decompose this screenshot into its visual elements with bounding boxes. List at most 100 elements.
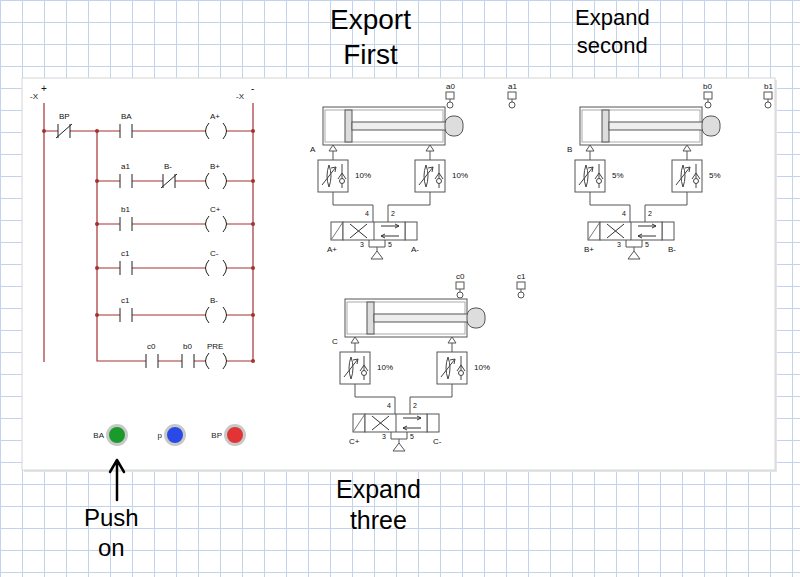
illustration <box>575 107 720 259</box>
flow-setting: 10% <box>377 363 393 372</box>
illustration <box>206 173 227 189</box>
rung <box>97 131 253 361</box>
illustration <box>120 217 132 231</box>
signal-label: B+ <box>584 245 594 254</box>
signal-label: b1 <box>764 82 773 91</box>
port-number: 4 <box>387 402 391 410</box>
handwritten-note: Expand three <box>336 474 421 537</box>
illustration <box>161 174 177 188</box>
junction-dots <box>95 266 99 270</box>
illustration <box>120 174 132 188</box>
signal-label: C- <box>433 437 441 446</box>
junction-dots <box>95 129 99 133</box>
signal-label: c0 <box>456 272 464 281</box>
signal-label: C+ <box>349 437 359 446</box>
flow-setting: 10% <box>355 171 371 180</box>
signal-label: c0 <box>147 342 155 351</box>
signal-label: c1 <box>517 272 525 281</box>
signal-label: B- <box>164 162 172 171</box>
cylinder-name: B <box>567 145 572 154</box>
flow-setting: 5% <box>612 171 624 180</box>
illustration <box>704 92 712 108</box>
button-label: p <box>158 431 162 440</box>
signal-label: BA <box>121 112 132 121</box>
illustration <box>446 92 454 108</box>
illustration <box>764 92 772 108</box>
signal-label: c1 <box>121 249 129 258</box>
illustration <box>508 92 516 108</box>
rail <box>252 103 253 362</box>
port-number: 3 <box>382 433 386 441</box>
port-number: 5 <box>388 241 392 249</box>
port-number: 3 <box>360 241 364 249</box>
button-label: BP <box>211 431 222 440</box>
junction-dots <box>251 179 255 183</box>
illustration <box>206 353 227 369</box>
push-button: p <box>164 424 186 446</box>
signal-label: B+ <box>210 162 220 171</box>
signal-label: b0 <box>183 342 192 351</box>
illustration <box>206 123 227 139</box>
signal-label: B- <box>668 245 676 254</box>
illustration <box>120 308 132 322</box>
signal-label: C- <box>210 249 218 258</box>
port-number: 2 <box>413 402 417 410</box>
rung <box>44 130 253 131</box>
junction-dots <box>251 129 255 133</box>
button-label: BA <box>93 431 104 440</box>
signal-label: a0 <box>446 82 455 91</box>
illustration <box>456 282 464 298</box>
signal-label: b0 <box>703 82 712 91</box>
junction-dots <box>251 359 255 363</box>
signal-label: C+ <box>210 205 220 214</box>
cylinder-name: A <box>310 145 315 154</box>
signal-label: c1 <box>121 296 129 305</box>
signal-label: a1 <box>508 82 517 91</box>
illustration <box>340 299 485 451</box>
signal-label: a1 <box>121 162 130 171</box>
junction-dots <box>42 129 46 133</box>
cylinder-name: C <box>332 337 338 346</box>
flow-setting: 10% <box>474 363 490 372</box>
signal-label: A+ <box>327 245 337 254</box>
illustration <box>120 124 132 138</box>
handwritten-note: Export First <box>330 2 411 72</box>
signal-label: BP <box>59 112 70 121</box>
port-number: 4 <box>365 210 369 218</box>
port-number: 3 <box>617 241 621 249</box>
rail-label: -X <box>30 92 38 101</box>
rail <box>43 103 44 362</box>
push-button: BP <box>224 424 246 446</box>
illustration <box>206 260 227 276</box>
illustration <box>56 124 72 138</box>
signal-label: b1 <box>121 205 130 214</box>
junction-dots <box>42 129 255 363</box>
junction-dots <box>251 222 255 226</box>
handwritten-note: Expand second <box>575 4 650 59</box>
rail-label: -X <box>236 92 244 101</box>
junction-dots <box>95 222 99 226</box>
port-number: 2 <box>648 210 652 218</box>
junction-dots <box>95 313 99 317</box>
flow-setting: 10% <box>452 171 468 180</box>
panel <box>22 78 775 470</box>
port-number: 4 <box>622 210 626 218</box>
flow-setting: 5% <box>709 171 721 180</box>
port-number: 2 <box>391 210 395 218</box>
signal-label: B- <box>210 296 218 305</box>
handwritten-note: Push on <box>84 503 139 563</box>
rail-label: + <box>41 83 47 94</box>
signal-label: A+ <box>210 112 220 121</box>
illustration <box>318 107 463 259</box>
junction-dots <box>95 179 99 183</box>
rail-label: - <box>251 83 254 94</box>
hand-arrow <box>110 460 124 500</box>
junction-dots <box>251 313 255 317</box>
port-number: 5 <box>645 241 649 249</box>
illustration <box>120 261 132 275</box>
illustration <box>206 307 227 323</box>
illustration <box>517 282 525 298</box>
push-button: BA <box>106 424 128 446</box>
illustration <box>146 354 158 368</box>
